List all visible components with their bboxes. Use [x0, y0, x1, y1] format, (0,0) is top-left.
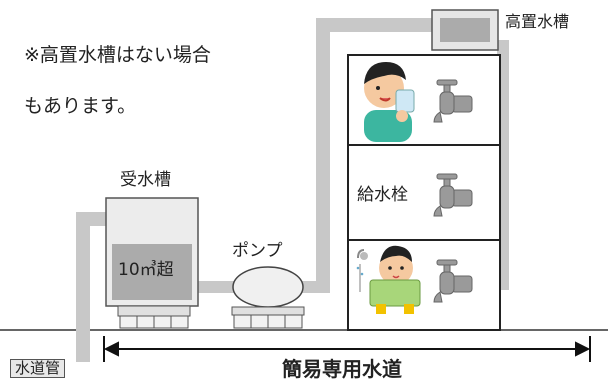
person-drinking-icon [364, 62, 415, 142]
tank-volume-label: 10㎥超 [118, 260, 174, 280]
system-range-arrow [103, 336, 591, 362]
water-main-label: 水道管 [10, 359, 66, 378]
elevated-tank [431, 9, 499, 51]
person-bathing-icon [356, 245, 421, 314]
note-line-1: ※高置水槽はない場合 [24, 44, 211, 66]
pump-label: ポンプ [232, 241, 283, 261]
hydrant-label: 給水栓 [357, 185, 408, 205]
faucet-icon [433, 79, 473, 123]
faucet-icon [433, 173, 473, 217]
receiving-tank [105, 197, 199, 329]
pump [231, 266, 305, 329]
faucet-icon [433, 259, 473, 303]
system-name-label: 簡易専用水道 [282, 357, 402, 381]
receiving-tank-label: 受水槽 [120, 170, 171, 190]
note-line-2: もあります。 [24, 95, 137, 117]
elevated-tank-label: 高置水槽 [505, 12, 570, 31]
